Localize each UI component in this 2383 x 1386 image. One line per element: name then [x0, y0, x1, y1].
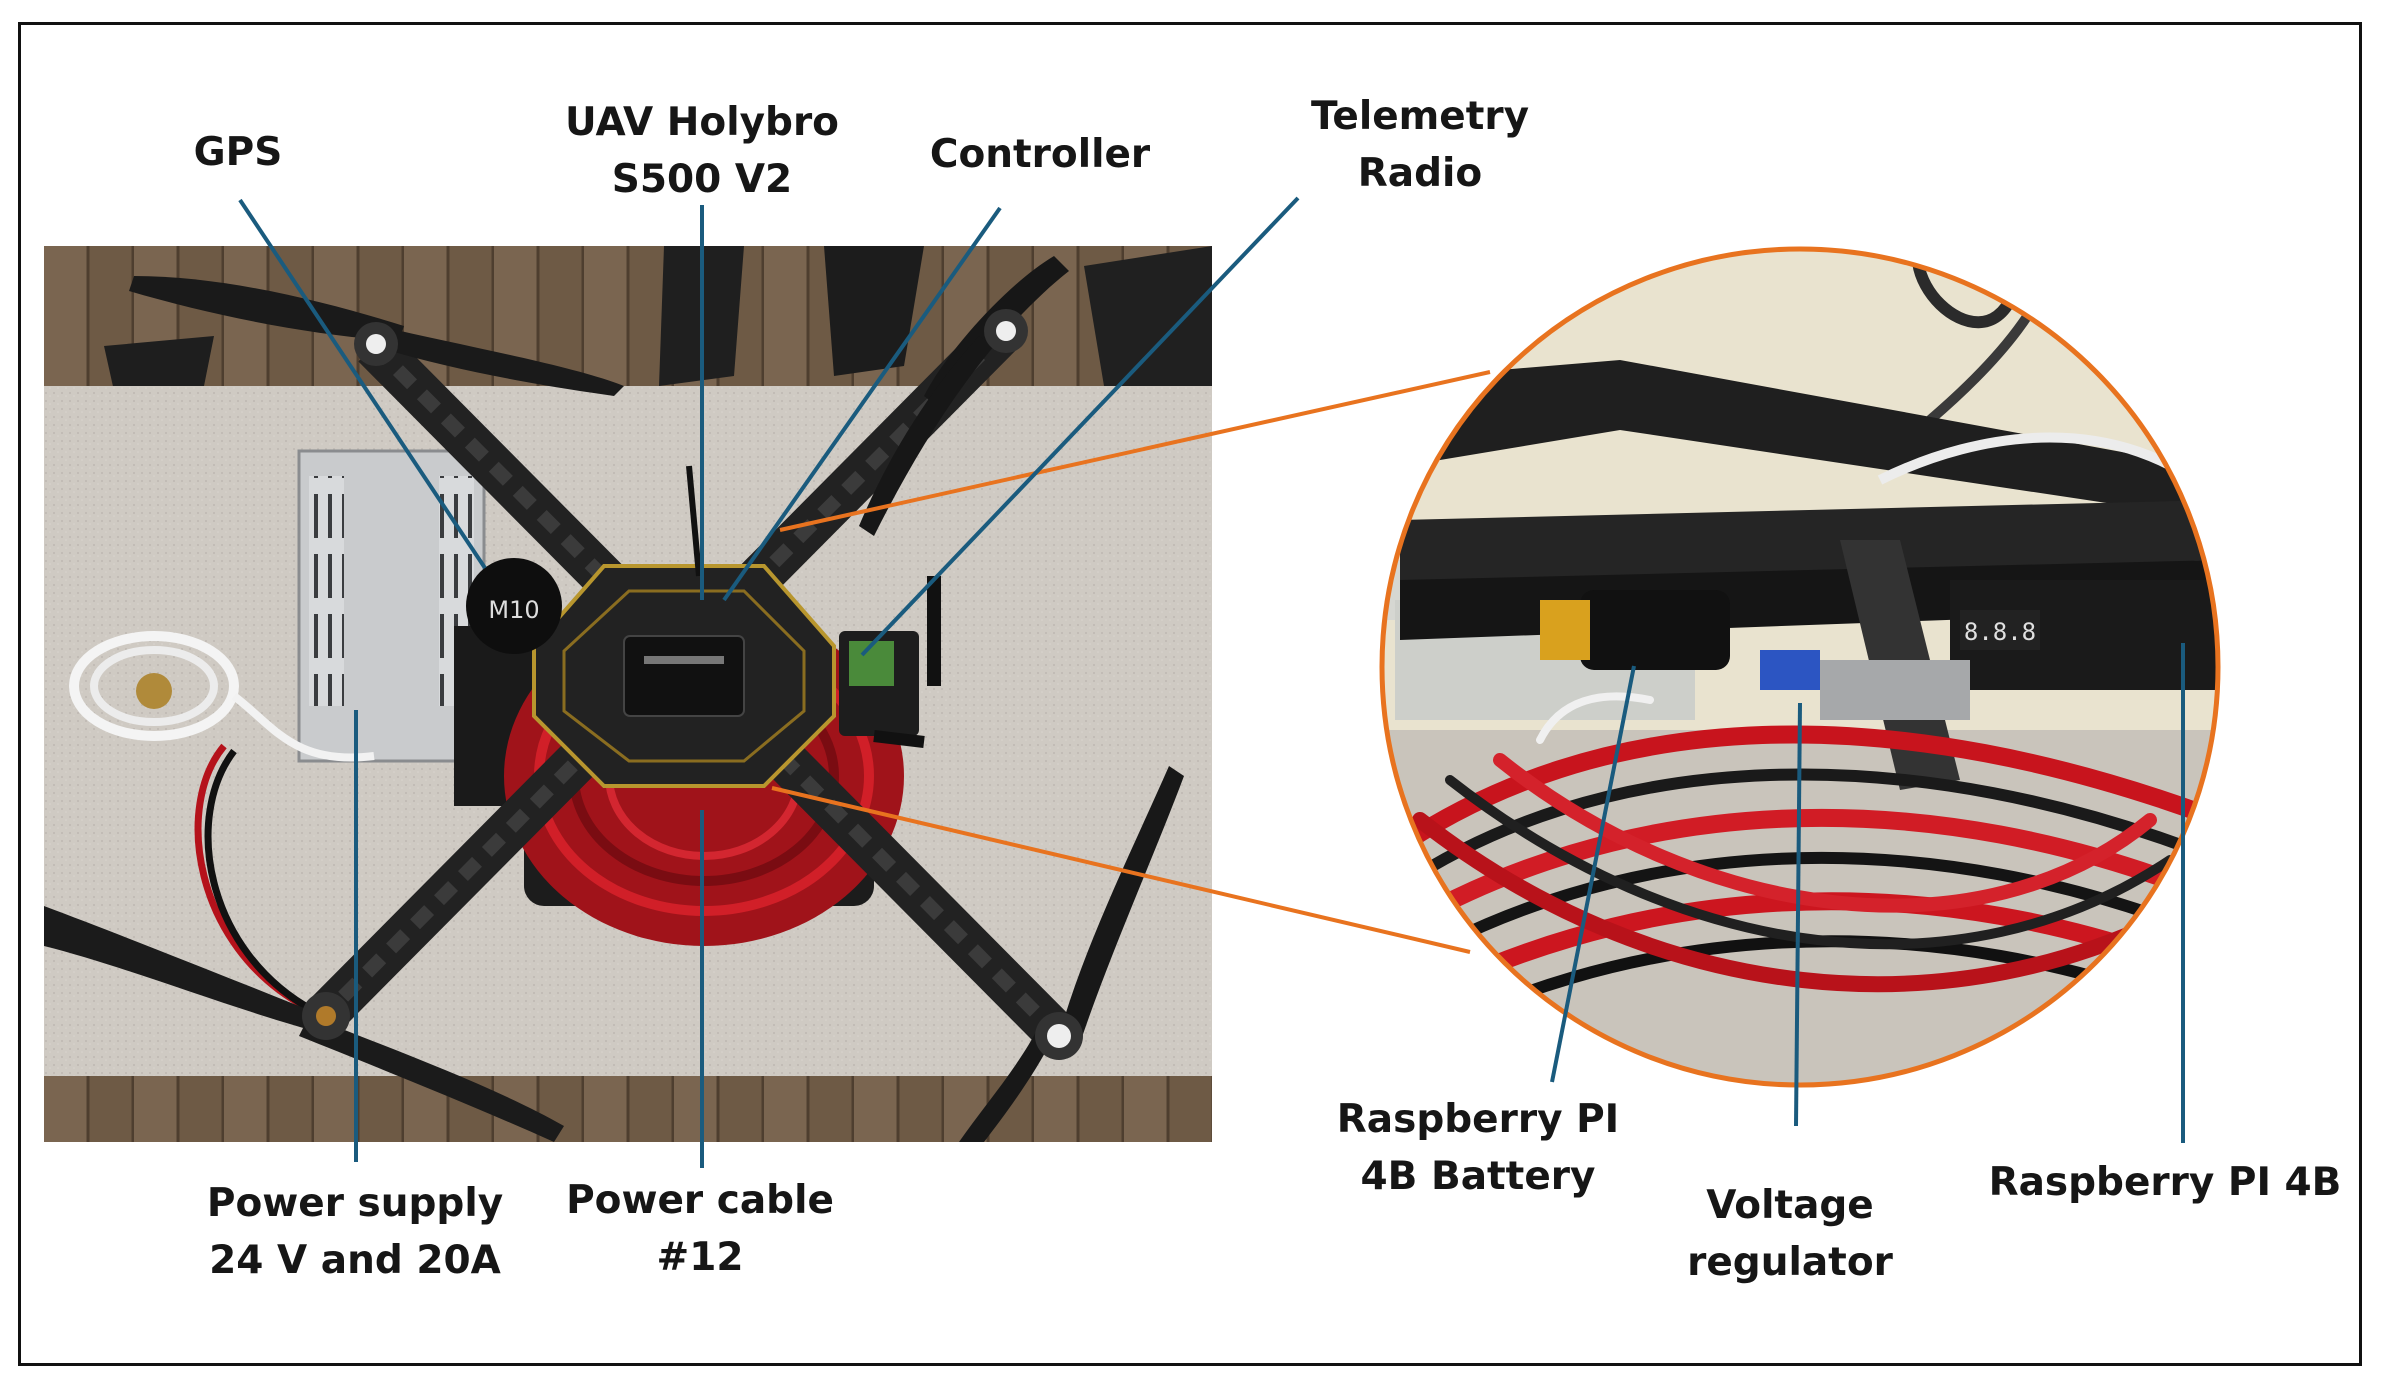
leader-rpi-battery — [1550, 665, 1636, 1083]
label-power-cable: Power cable #12 — [566, 1178, 834, 1280]
label-controller: Controller — [929, 132, 1151, 177]
label-uav-holybro-s500-v2: UAV Holybro S500 V2 — [565, 100, 839, 202]
leader-gps — [238, 198, 487, 570]
svg-text:M10: M10 — [488, 596, 539, 624]
label-raspberry-pi-4b: Raspberry PI 4B — [1988, 1160, 2342, 1205]
callout-line-top — [779, 370, 1491, 532]
label-gps: GPS — [193, 130, 283, 175]
svg-text:8.8.8: 8.8.8 — [1964, 618, 2036, 646]
label-raspberry-pi-4b-battery: Raspberry PI 4B Battery — [1336, 1097, 1620, 1199]
label-voltage-regulator: Voltage regulator — [1687, 1183, 1893, 1285]
leader-voltage-regulator — [1794, 702, 1802, 1127]
drone-top-view-photo: M10 — [44, 246, 1212, 1142]
leader-controller — [722, 206, 1002, 602]
leader-telemetry — [860, 196, 1300, 657]
callout-line-bottom — [771, 786, 1471, 954]
label-power-supply: Power supply 24 V and 20A — [206, 1181, 504, 1283]
zoom-circle-border — [1379, 246, 2221, 1088]
label-telemetry-radio: Telemetry Radio — [1310, 94, 1530, 196]
